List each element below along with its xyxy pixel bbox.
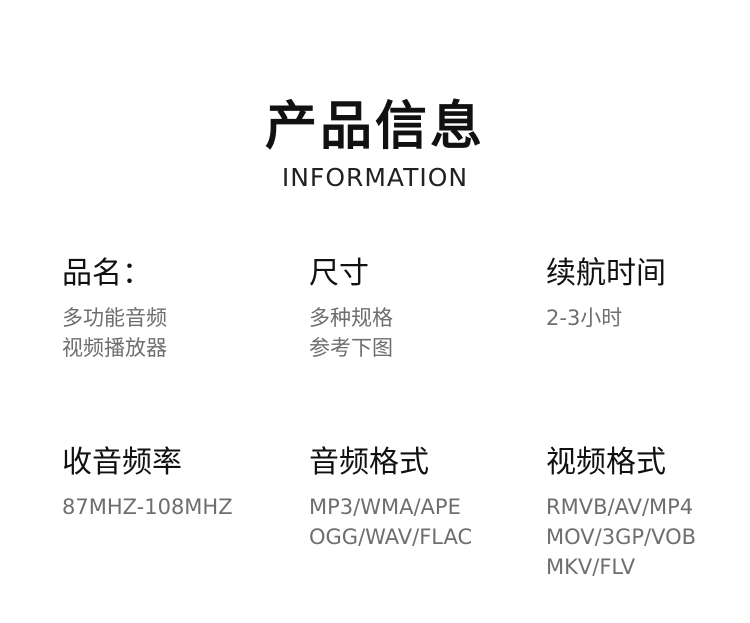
spec-values: 2-3小时 (546, 303, 750, 333)
spec-video-formats: 视频格式 RMVB/AV/MP4 MOV/3GP/VOB MKV/FLV (546, 444, 750, 582)
spec-value: 2-3小时 (546, 306, 623, 330)
page-subtitle: INFORMATION (281, 163, 469, 192)
page-header: 产品信息 INFORMATION (0, 96, 750, 194)
spec-value: OGG/WAV/FLAC (309, 525, 473, 549)
spec-battery-life: 续航时间 2-3小时 (546, 255, 750, 333)
spec-value: 视频播放器 (62, 336, 167, 360)
spec-values: 87MHZ-108MHZ (62, 492, 272, 522)
spec-values: 多功能音频 视频播放器 (62, 303, 272, 363)
spec-values: 多种规格 参考下图 (309, 303, 519, 363)
spec-value: MP3/WMA/APE (309, 495, 461, 519)
spec-size: 尺寸 多种规格 参考下图 (309, 255, 519, 363)
spec-product-name: 品名： 多功能音频 视频播放器 (62, 255, 272, 363)
spec-value: 参考下图 (309, 336, 393, 360)
spec-value: 多种规格 (309, 306, 393, 330)
page-title: 产品信息 (264, 97, 485, 157)
spec-label: 尺寸 (309, 256, 369, 291)
spec-values: RMVB/AV/MP4 MOV/3GP/VOB MKV/FLV (546, 492, 750, 582)
spec-label: 视频格式 (546, 445, 666, 480)
spec-value: RMVB/AV/MP4 (546, 495, 694, 519)
spec-value: 多功能音频 (62, 306, 167, 330)
spec-value: MOV/3GP/VOB (546, 525, 697, 549)
spec-label: 音频格式 (309, 445, 429, 480)
spec-values: MP3/WMA/APE OGG/WAV/FLAC (309, 492, 519, 552)
spec-value: MKV/FLV (546, 555, 636, 579)
spec-label: 品名： (62, 256, 152, 291)
spec-radio-frequency: 收音频率 87MHZ-108MHZ (62, 444, 272, 522)
spec-label: 收音频率 (62, 445, 182, 480)
spec-audio-formats: 音频格式 MP3/WMA/APE OGG/WAV/FLAC (309, 444, 519, 552)
spec-value: 87MHZ-108MHZ (62, 495, 233, 519)
spec-label: 续航时间 (546, 256, 666, 291)
